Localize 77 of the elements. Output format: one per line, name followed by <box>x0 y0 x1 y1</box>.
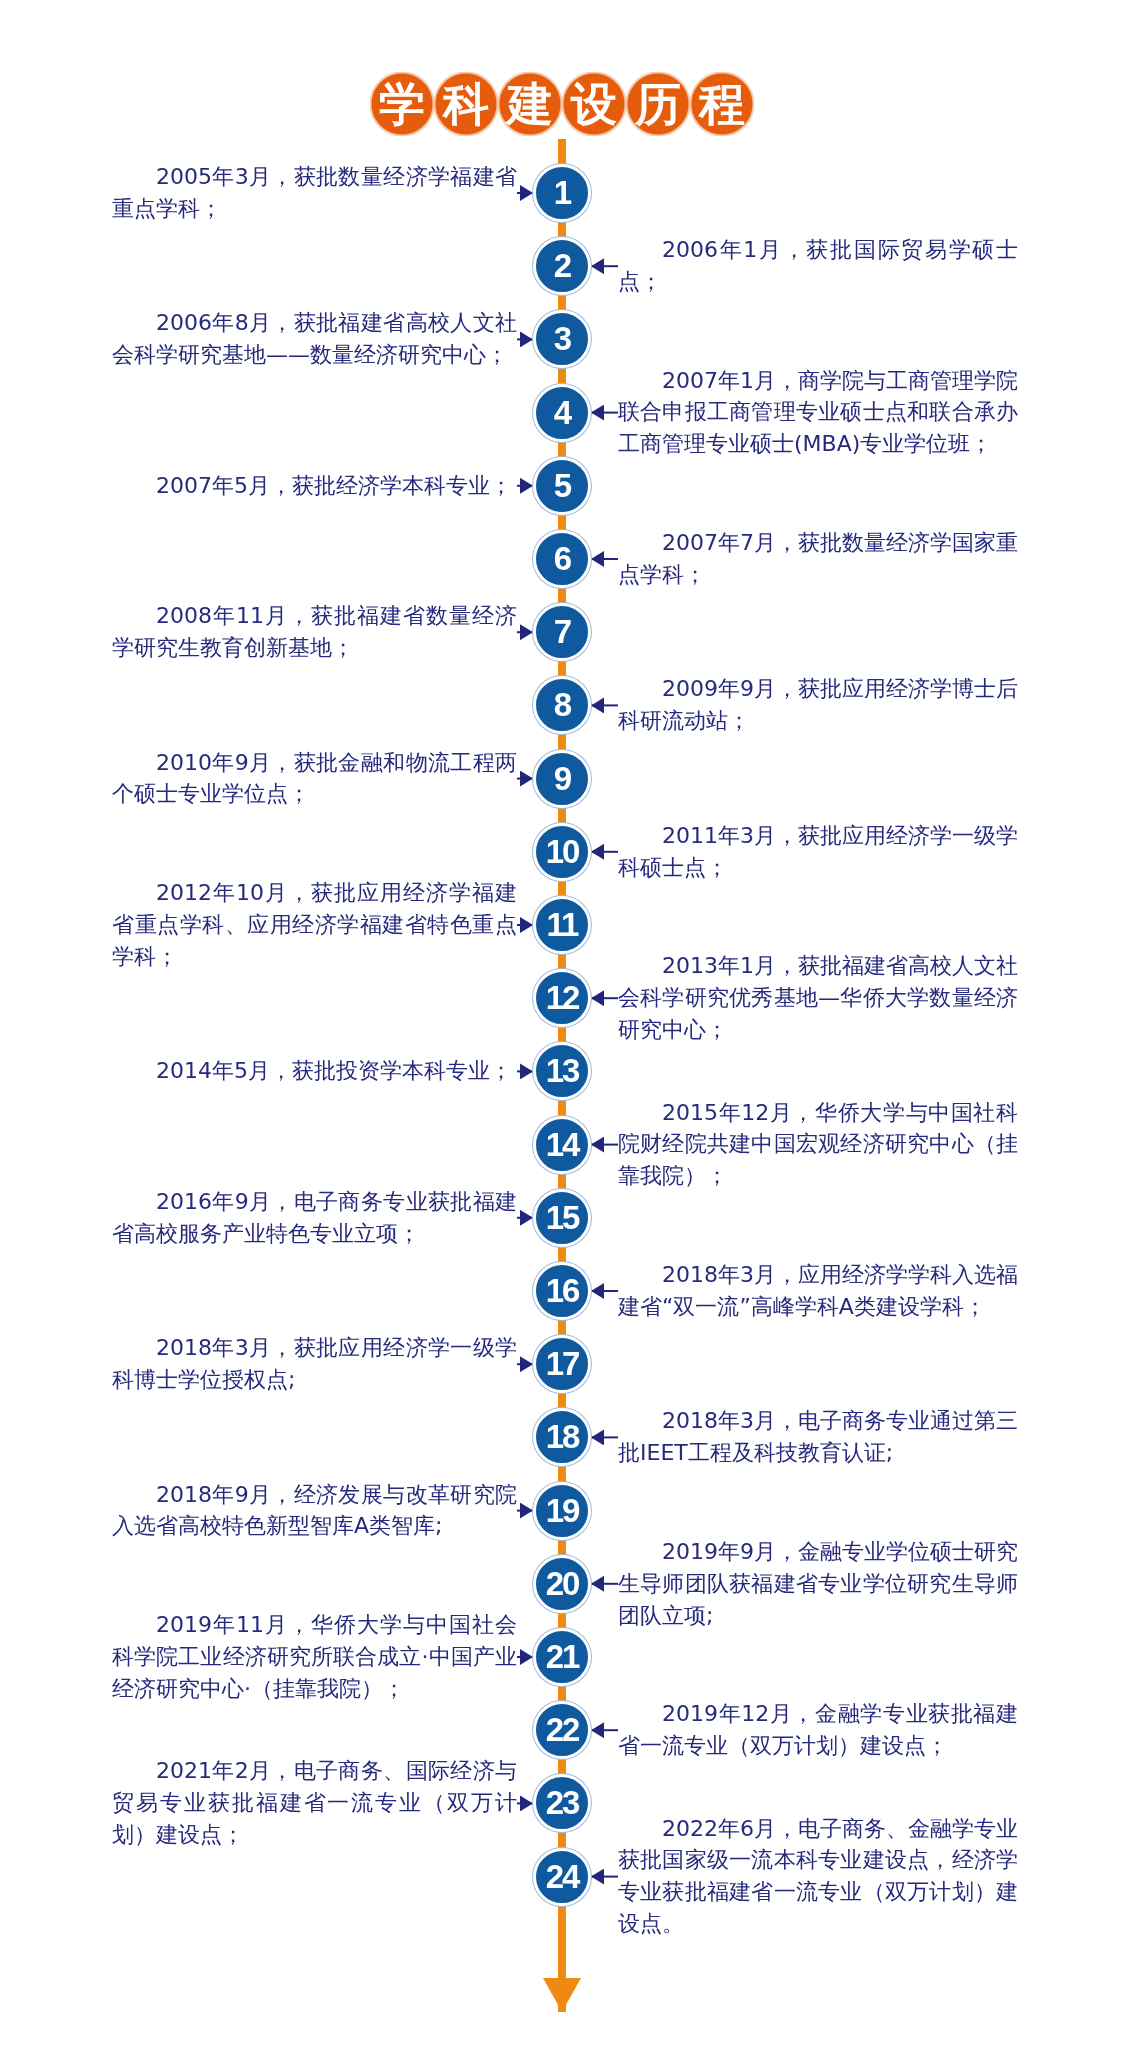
event-description: 2014年5月，获批投资学本科专业； <box>112 1055 517 1088</box>
event-description: 2007年5月，获批经济学本科专业； <box>112 469 517 502</box>
pointer-arrow <box>590 258 619 275</box>
number-circle: 7 <box>533 603 591 662</box>
number-circle: 18 <box>533 1408 591 1467</box>
pointer-arrow <box>516 1502 534 1519</box>
event-description: 2019年11月，华侨大学与中国社会科学院工业经济研究所联合成立·中国产业经济研究中心·（挂靠我院）； <box>112 1609 517 1705</box>
event-description: 2018年3月，应用经济学学科入选福建省“双一流”高峰学科A类建设学科； <box>618 1259 1018 1323</box>
timeline-line <box>558 1832 566 1848</box>
event-description: 2016年9月，电子商务专业获批福建省高校服务产业特色专业立项； <box>112 1185 517 1250</box>
pointer-arrow <box>590 990 619 1007</box>
number-circle: 17 <box>533 1335 591 1394</box>
number-circle: 13 <box>533 1042 591 1101</box>
number-circle: 4 <box>533 383 591 442</box>
pointer-arrow <box>516 1063 534 1080</box>
pointer-arrow <box>516 917 534 933</box>
event-description: 2018年3月，获批应用经济学一级学科博士学位授权点; <box>112 1332 517 1397</box>
number-circle: 24 <box>533 1847 591 1906</box>
pointer-arrow <box>516 1209 534 1226</box>
event-description: 2006年8月，获批福建省高校人文社会科学研究基地——数量经济研究中心； <box>112 307 517 372</box>
number-circle: 15 <box>533 1188 591 1247</box>
event-description: 2007年1月，商学院与工商管理学院联合申报工商管理专业硕士点和联合承办工商管理专业硕士(MBA)专业学位班； <box>618 364 1018 461</box>
event-description: 2015年12月，华侨大学与中国社科院财经院共建中国宏观经济研究中心（挂靠我院）； <box>618 1096 1018 1193</box>
number-circle: 20 <box>533 1554 591 1613</box>
event-description: 2005年3月，获批数量经济学福建省重点学科； <box>112 161 517 225</box>
event-description: 2018年3月，电子商务专业通过第三批IEET工程及科技教育认证; <box>618 1405 1018 1470</box>
pointer-arrow <box>590 843 619 860</box>
event-description: 2019年12月，金融学专业获批福建省一流专业（双万计划）建设点； <box>618 1698 1018 1763</box>
number-circle: 8 <box>533 676 591 735</box>
pointer-arrow <box>516 624 534 641</box>
event-description: 2013年1月，获批福建省高校人文社会科学研究优秀基地—华侨大学数量经济研究中心； <box>618 950 1018 1046</box>
timeline-line <box>558 1100 566 1116</box>
event-description: 2007年7月，获批数量经济学国家重点学科； <box>618 527 1018 591</box>
event-description: 2009年9月，获批应用经济学博士后科研流动站； <box>618 673 1018 738</box>
pointer-arrow <box>590 1868 619 1885</box>
timeline-line <box>558 368 566 384</box>
number-circle: 5 <box>533 456 591 515</box>
pointer-arrow <box>516 331 534 348</box>
event-description: 2010年9月，获批金融和物流工程两个硕士专业学位点； <box>112 746 517 811</box>
event-description: 2012年10月，获批应用经济学福建省重点学科、应用经济学福建省特色重点学科； <box>112 877 517 973</box>
pointer-arrow <box>590 404 619 421</box>
timeline-line <box>558 1466 566 1482</box>
number-circle: 19 <box>533 1481 591 1540</box>
pointer-arrow <box>516 477 534 494</box>
pointer-arrow <box>516 1795 534 1812</box>
pointer-arrow <box>516 770 534 787</box>
event-description: 2006年1月，获批国际贸易学硕士点； <box>618 234 1018 299</box>
event-description: 2018年9月，经济发展与改革研究院入选省高校特色新型智库A类智库; <box>112 1478 517 1543</box>
pointer-arrow <box>590 1722 619 1739</box>
number-circle: 23 <box>533 1774 591 1833</box>
event-description: 2008年11月，获批福建省数量经济学研究生教育创新基地； <box>112 600 517 665</box>
pointer-arrow <box>590 1136 619 1153</box>
pointer-arrow <box>590 1283 619 1299</box>
pointer-arrow <box>590 1575 619 1592</box>
number-circle: 12 <box>533 969 591 1028</box>
event-description: 2011年3月，获批应用经济学一级学科硕士点； <box>618 819 1018 884</box>
event-description: 2022年6月，电子商务、金融学专业获批国家级一流本科专业建设点，经济学专业获批福建省一流专业（双万计划）建设点。 <box>618 1812 1018 1941</box>
event-description: 2021年2月，电子商务、国际经济与贸易专业获批福建省一流专业（双万计划）建设点； <box>112 1755 517 1852</box>
event-description: 2019年9月，金融专业学位硕士研究生导师团队获福建省专业学位研究生导师团队立项; <box>618 1535 1018 1632</box>
pointer-arrow <box>516 1356 534 1373</box>
pointer-arrow <box>590 1429 619 1446</box>
number-circle: 10 <box>533 822 591 881</box>
number-circle: 6 <box>533 530 591 588</box>
number-circle: 21 <box>533 1628 591 1686</box>
number-circle: 9 <box>533 749 591 808</box>
pointer-arrow <box>590 697 619 714</box>
pointer-arrow <box>516 185 534 201</box>
number-circle: 11 <box>533 896 591 954</box>
pointer-arrow <box>516 1649 534 1665</box>
number-circle: 1 <box>533 164 591 222</box>
number-circle: 16 <box>533 1262 591 1320</box>
number-circle: 14 <box>533 1115 591 1174</box>
number-circle: 3 <box>533 310 591 369</box>
number-circle: 2 <box>533 237 591 296</box>
timeline-line <box>558 734 566 750</box>
pointer-arrow <box>590 551 619 567</box>
number-circle: 22 <box>533 1701 591 1760</box>
